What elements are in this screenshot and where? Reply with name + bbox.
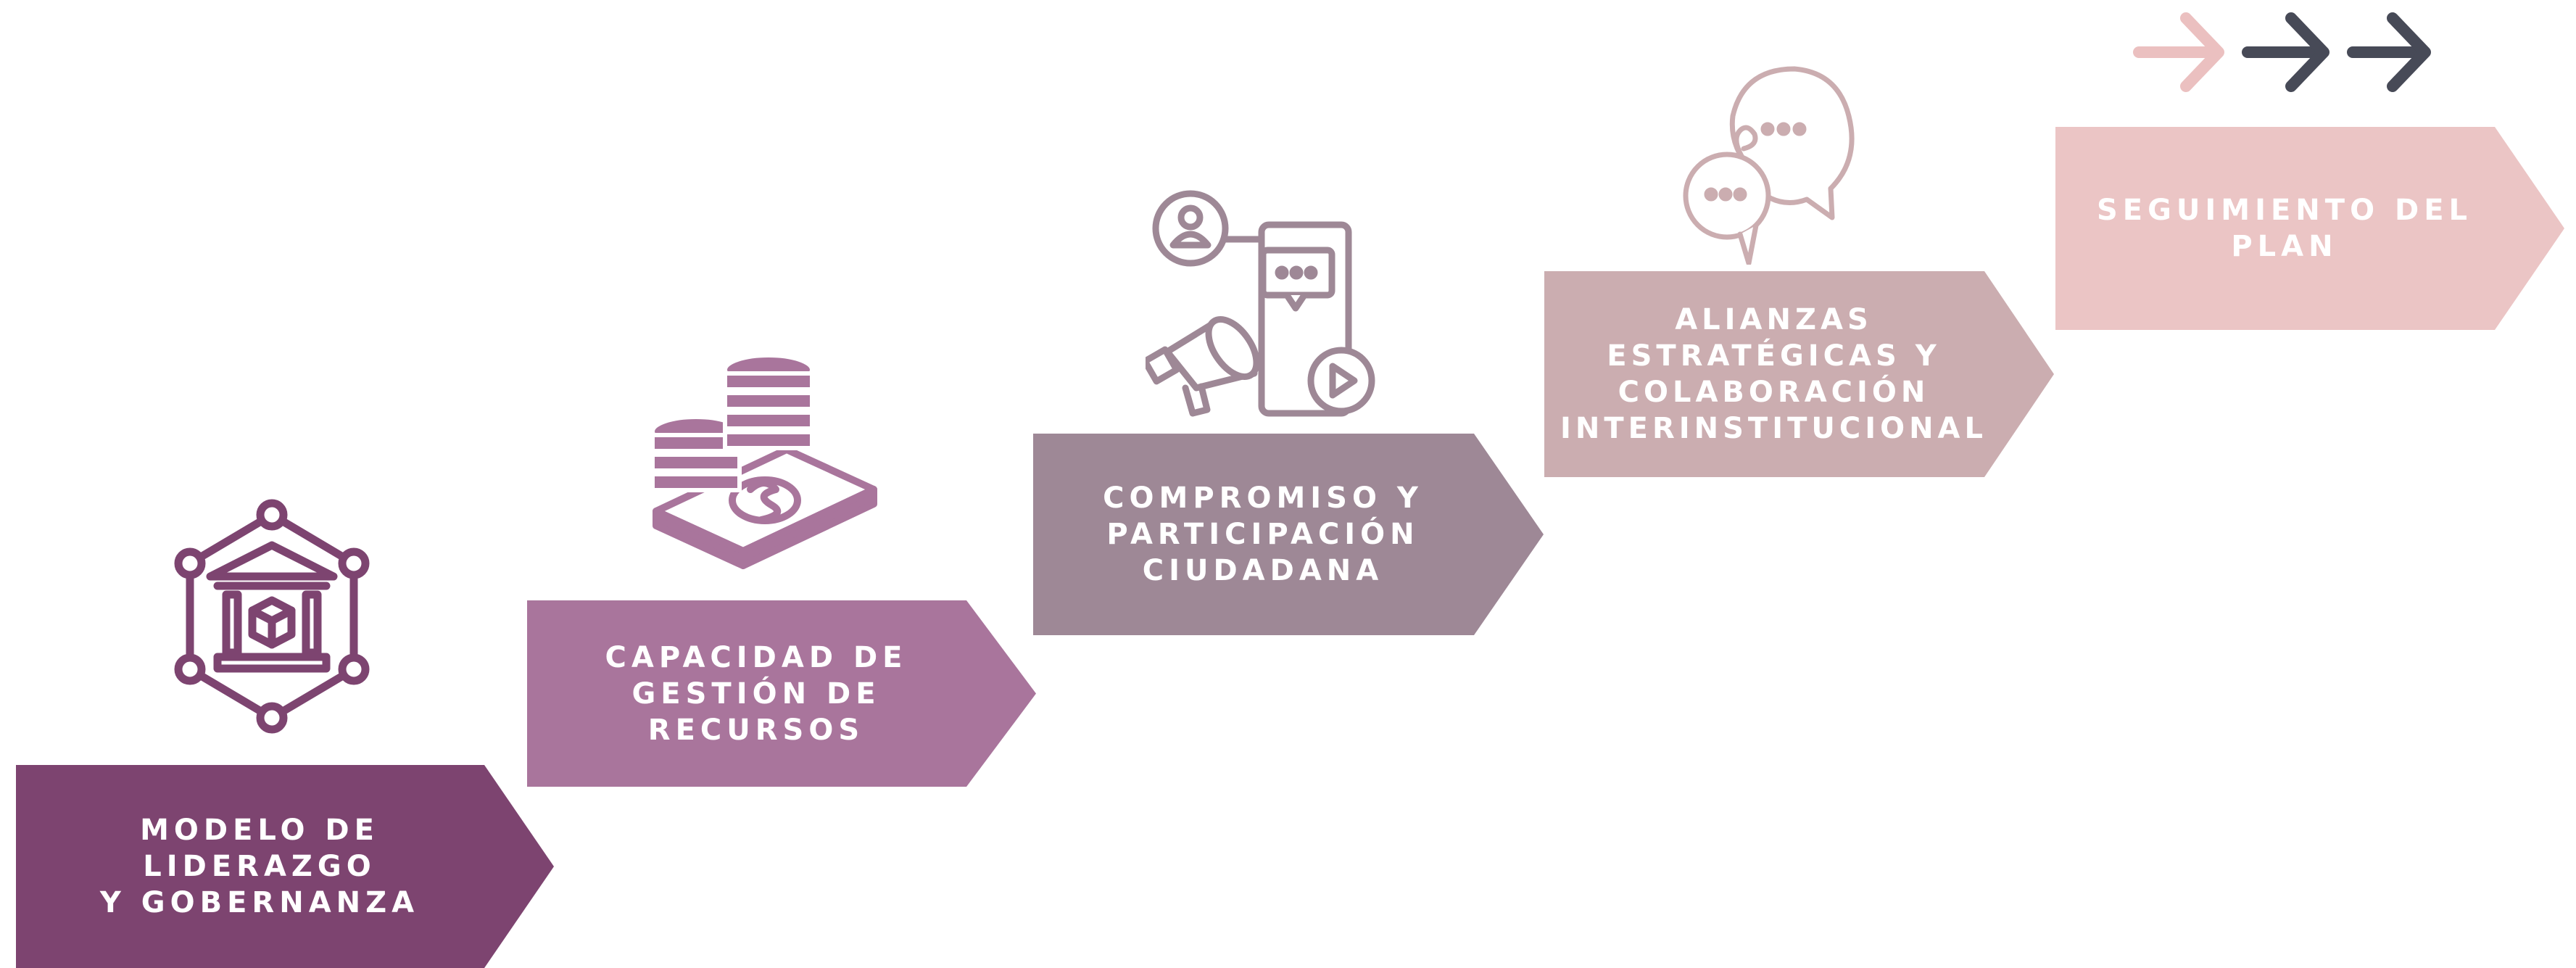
- institution-network-icon: [160, 493, 384, 740]
- arrow-light-icon: [2133, 12, 2224, 92]
- step-3-compromiso: COMPROMISO Y PARTICIPACIÓN CIUDADANA: [1033, 434, 1544, 635]
- chat-bubbles-icon: [1682, 62, 1863, 265]
- step-1-label: MODELO DE LIDERAZGO Y GOBERNANZA: [99, 814, 420, 919]
- step-1-modelo-liderazgo: MODELO DE LIDERAZGO Y GOBERNANZA: [16, 765, 554, 968]
- step-2-capacidad-gestion: CAPACIDAD DE GESTIÓN DE RECURSOS: [527, 600, 1036, 787]
- step-4-label: ALIANZAS ESTRATÉGICAS Y COLABORACIÓN INT…: [1560, 303, 1988, 445]
- arrow-dark-1-icon: [2242, 12, 2329, 92]
- step-4-alianzas: ALIANZAS ESTRATÉGICAS Y COLABORACIÓN INT…: [1544, 271, 2054, 477]
- step-5-label: SEGUIMIENTO DEL PLAN: [2096, 194, 2473, 263]
- step-3-label: COMPROMISO Y PARTICIPACIÓN CIUDADANA: [1103, 481, 1423, 587]
- money-coins-icon: [642, 348, 888, 587]
- social-media-megaphone-icon: [1146, 189, 1385, 421]
- step-5-seguimiento: SEGUIMIENTO DEL PLAN: [2055, 127, 2564, 330]
- progress-arrows-icon: [2128, 7, 2432, 102]
- step-2-label: CAPACIDAD DE GESTIÓN DE RECURSOS: [605, 640, 908, 747]
- arrow-dark-2-icon: [2347, 12, 2431, 92]
